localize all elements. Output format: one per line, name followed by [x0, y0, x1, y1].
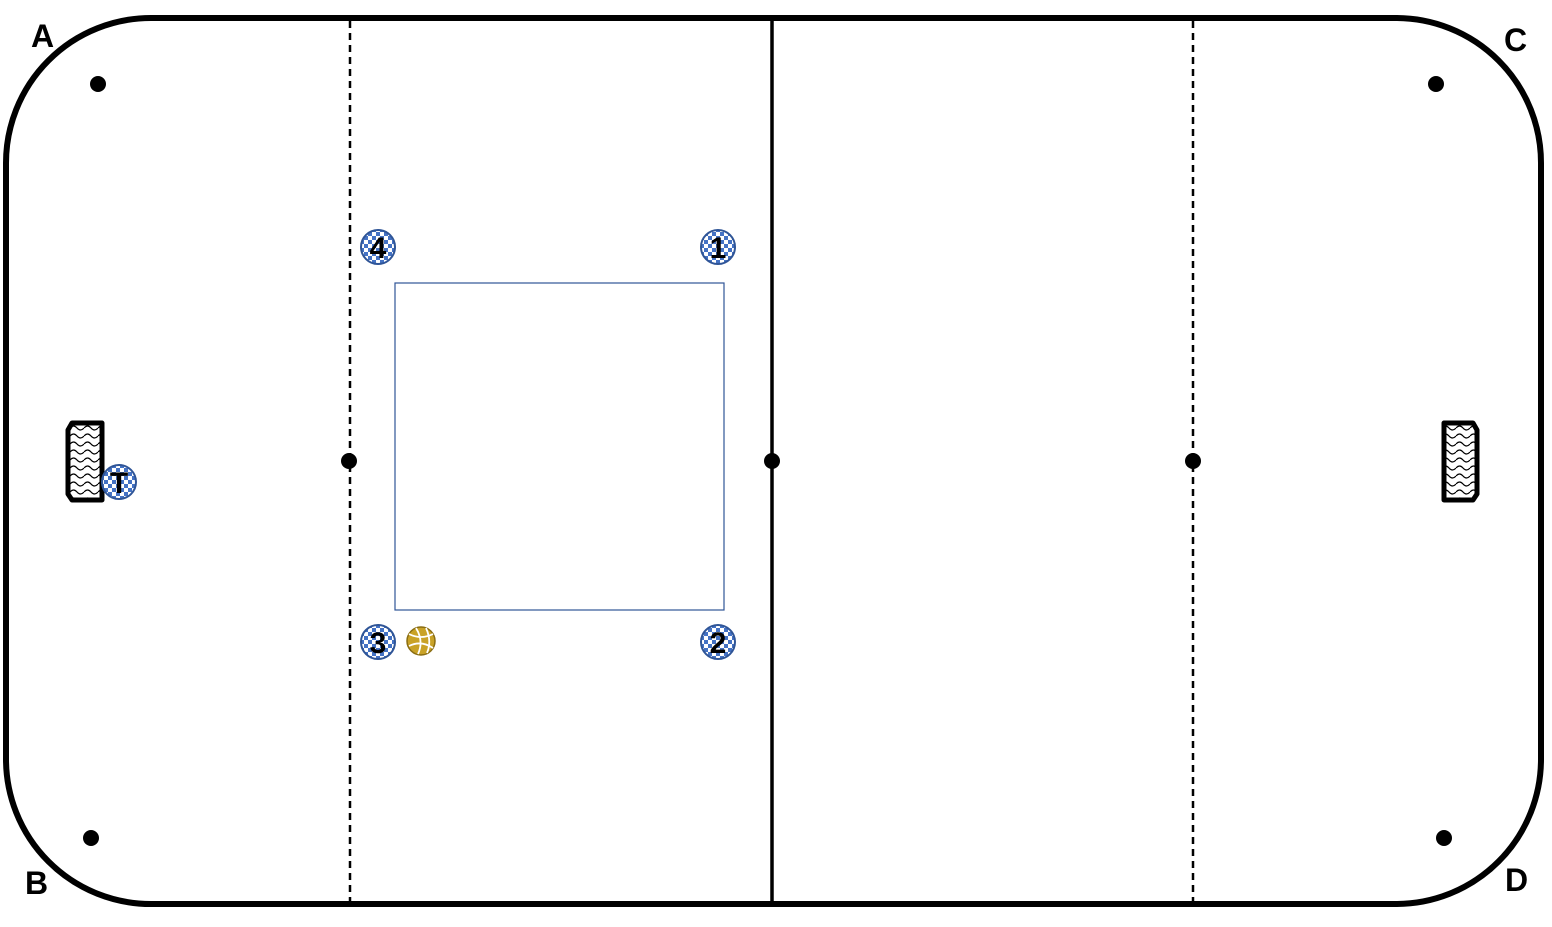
- corner-label-a: A: [31, 18, 54, 54]
- player-2: 2: [700, 624, 736, 660]
- faceoff-dot-right-blue: [1185, 453, 1201, 469]
- corner-label-c: C: [1504, 22, 1527, 58]
- player-4-label: 4: [370, 232, 387, 265]
- player-4: 4: [360, 229, 396, 265]
- player-1: 1: [700, 229, 736, 265]
- player-trainer: T: [101, 464, 137, 500]
- drill-square: [394, 282, 725, 611]
- player-1-label: 1: [710, 232, 727, 265]
- corner-label-d: D: [1505, 862, 1528, 898]
- player-trainer-label: T: [110, 467, 128, 500]
- player-3: 3: [360, 624, 396, 660]
- player-3-label: 3: [370, 627, 387, 660]
- faceoff-dot-bottom-right: [1436, 830, 1452, 846]
- ball-icon: [406, 626, 436, 656]
- rink-boards: [3, 15, 1544, 907]
- faceoff-dot-left-blue: [341, 453, 357, 469]
- faceoff-dot-top-right: [1428, 76, 1444, 92]
- corner-label-b: B: [25, 865, 48, 901]
- faceoff-dot-center: [764, 453, 780, 469]
- player-2-label: 2: [710, 627, 727, 660]
- right-goal: [1441, 420, 1480, 503]
- faceoff-dot-top-left: [90, 76, 106, 92]
- faceoff-dot-bottom-left: [83, 830, 99, 846]
- left-goal: [65, 420, 105, 503]
